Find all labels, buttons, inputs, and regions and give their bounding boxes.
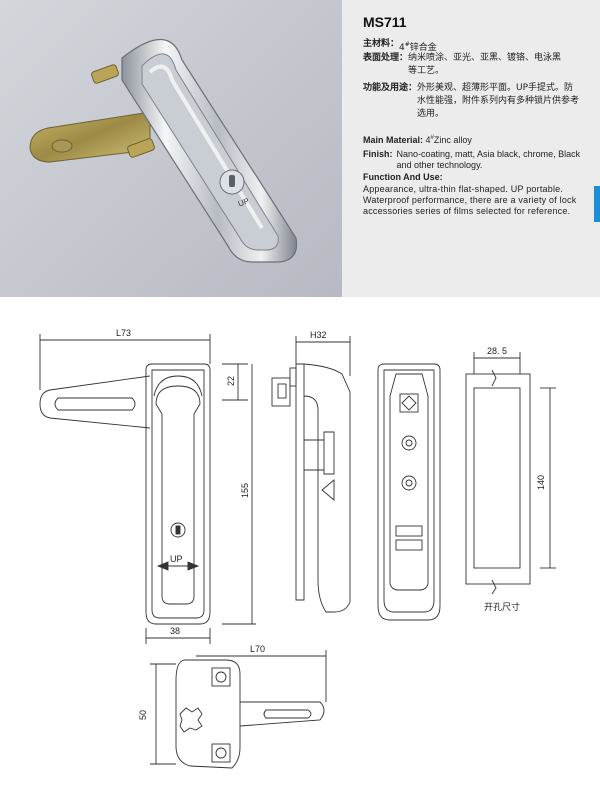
cn-function-value: 外形美观、超薄形平面。UP手提式。防水性能强，附件系列内有多种锁片供参考选用。 xyxy=(417,83,580,119)
en-finish-value: Nano-coating, matt, Asia black, chrome, … xyxy=(396,149,581,170)
cutout-view xyxy=(465,369,531,595)
cam-view xyxy=(175,659,325,769)
side-accent-tab xyxy=(594,186,600,222)
dim-l73: L73 xyxy=(116,328,131,338)
dim-22: 22 xyxy=(226,376,236,386)
en-function-label: Function And Use: xyxy=(363,172,443,182)
cn-finish-row: 表面处理： 纳米喷涂、亚光、亚黑、镀铬、电泳黑等工艺。 xyxy=(363,52,589,78)
en-finish-row: Finish: Nano-coating, matt, Asia black, … xyxy=(363,149,593,171)
dim-140: 140 xyxy=(536,475,546,490)
dim-l70: L70 xyxy=(250,644,265,654)
en-finish-label: Finish: xyxy=(363,149,393,159)
technical-drawing: L73 22 155 38 H32 28. 5 140 L70 50 UP xyxy=(39,328,556,769)
drawing-up-label: UP xyxy=(170,554,183,564)
dim-50: 50 xyxy=(138,710,148,720)
en-function-value: Appearance, ultra-thin flat-shaped. UP p… xyxy=(363,184,577,216)
lock-photo-illustration xyxy=(29,38,298,263)
en-material-row: Main Material: 4#Zinc alloy xyxy=(363,133,593,146)
spec-panel xyxy=(342,0,600,297)
product-photo: UP xyxy=(0,0,342,297)
cutout-caption: 开孔尺寸 xyxy=(484,603,521,613)
side-view xyxy=(271,363,351,613)
cn-material-value: 4#锌合金 xyxy=(399,41,437,53)
cn-finish-value: 纳米喷涂、亚光、亚黑、镀铬、电泳黑等工艺。 xyxy=(408,53,562,76)
en-material-label: Main Material: xyxy=(363,135,424,145)
cn-function-label: 功能及用途： xyxy=(363,83,418,93)
dim-38: 38 xyxy=(170,626,180,636)
cn-material-label: 主材料： xyxy=(363,39,400,49)
front-view xyxy=(39,363,211,625)
cn-material-row: 主材料： 4#锌合金 xyxy=(363,38,437,55)
back-view xyxy=(377,363,441,621)
dim-155: 155 xyxy=(240,483,250,498)
dim-h32: H32 xyxy=(310,330,327,340)
cn-function-row: 功能及用途： 外形美观、超薄形平面。UP手提式。防水性能强，附件系列内有多种锁片… xyxy=(363,82,591,121)
dim-28-5: 28. 5 xyxy=(487,346,507,356)
cn-finish-label: 表面处理： xyxy=(363,53,409,63)
en-material-value: 4#Zinc alloy xyxy=(425,135,472,145)
model-title: MS711 xyxy=(363,14,407,30)
